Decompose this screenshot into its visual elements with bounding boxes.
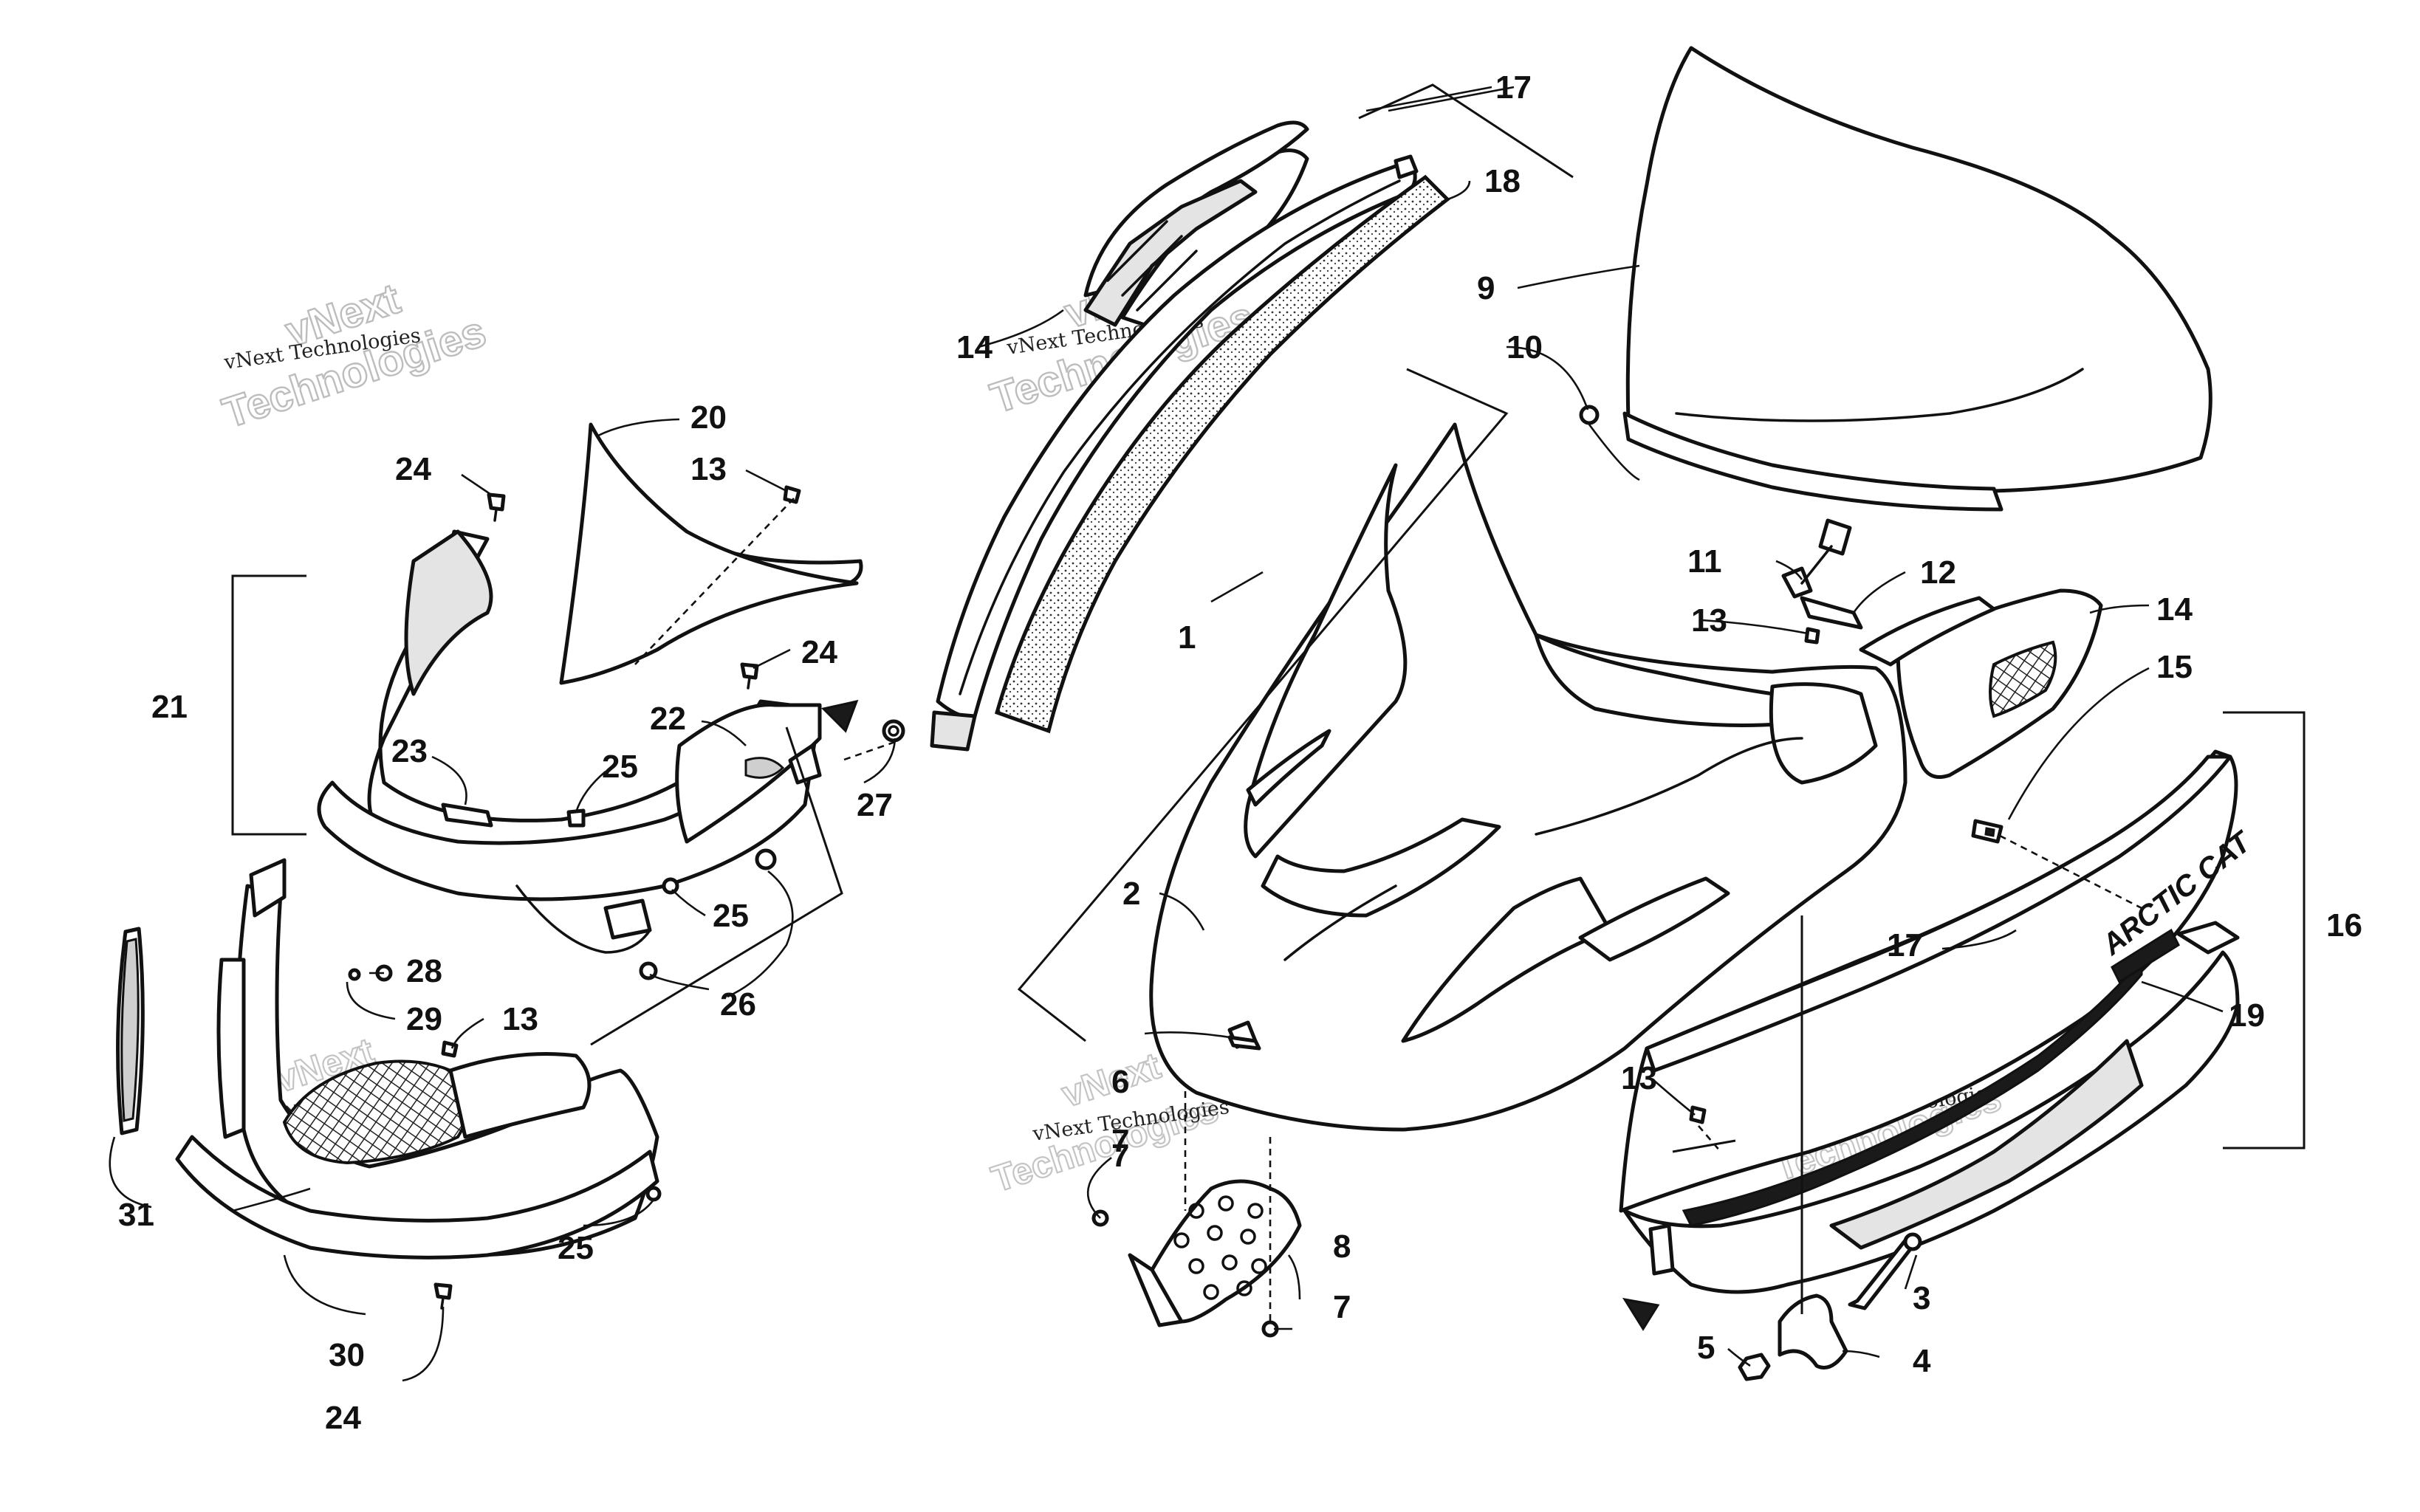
callout-6: 6 — [1111, 1064, 1129, 1100]
part-14-side-vent-right — [1859, 588, 2103, 779]
callout-8: 8 — [1333, 1228, 1351, 1265]
part-4-bracket — [1778, 1293, 1848, 1370]
callout-labels: 1 2 3 4 5 6 7 7 7 8 9 10 11 12 13 13 13 … — [118, 69, 2362, 1436]
callout-14: 14 — [2156, 591, 2193, 628]
callout-1: 1 — [1178, 619, 1196, 656]
grouping-brackets — [231, 83, 2306, 1314]
watermark-group-1: vNext Technologies vNext Technologies — [216, 274, 493, 439]
callout-17: 17 — [1495, 69, 1532, 106]
callout-25: 25 — [558, 1230, 594, 1266]
callout-4: 4 — [1913, 1343, 1931, 1379]
callout-26: 26 — [720, 986, 756, 1023]
callout-24: 24 — [801, 634, 837, 670]
callout-30: 30 — [329, 1337, 365, 1373]
callout-7: 7 — [1111, 1123, 1129, 1159]
callout-16: 16 — [2326, 907, 2362, 944]
part-9-windshield — [1622, 46, 2212, 512]
part-15-clip — [1971, 819, 2003, 844]
callout-25: 25 — [713, 898, 749, 934]
part-6-clip — [1227, 1035, 1261, 1051]
callout-24: 24 — [395, 451, 431, 487]
part-31-side-strip — [116, 927, 145, 1135]
callout-7: 7 — [1333, 1289, 1351, 1325]
callout-25: 25 — [602, 749, 638, 785]
callout-29: 29 — [406, 1001, 442, 1037]
direction-arrow — [1622, 1297, 1660, 1331]
callout-13: 13 — [502, 1001, 538, 1037]
part-25-clip — [566, 808, 586, 828]
part-1-hood — [1149, 422, 1907, 1132]
callout-21: 21 — [151, 689, 188, 725]
part-23-clip — [441, 803, 493, 828]
callout-28: 28 — [406, 953, 442, 989]
callout-12: 12 — [1920, 554, 1956, 591]
part-14-side-vent-left — [1083, 120, 1309, 327]
callout-3: 3 — [1913, 1280, 1930, 1316]
callout-31: 31 — [118, 1197, 154, 1233]
part-10-rivet — [1579, 405, 1600, 425]
callout-10: 10 — [1506, 329, 1543, 365]
part-24-screw — [487, 492, 506, 522]
part-11-bracket — [1781, 518, 1852, 599]
part-13-screw — [783, 485, 801, 504]
part-27-grommet — [882, 719, 905, 743]
part-5-nut — [1738, 1353, 1771, 1381]
part-29-washer — [348, 968, 361, 981]
part-26-washer — [639, 848, 777, 980]
callout-13: 13 — [1621, 1060, 1657, 1096]
callout-13: 13 — [690, 451, 727, 487]
callout-7: 7 — [1111, 1138, 1129, 1174]
part-20-upper-nose-panel — [559, 422, 863, 685]
callout-17: 17 — [1887, 927, 1923, 963]
callout-2: 2 — [1122, 876, 1140, 912]
part-25-clip — [645, 1186, 662, 1202]
part-13-screw — [1689, 1105, 1707, 1124]
part-13-screw — [1804, 627, 1820, 645]
callout-15: 15 — [2156, 649, 2193, 685]
part-17-trim-rail — [930, 154, 1419, 752]
callout-5: 5 — [1697, 1330, 1715, 1366]
part-16-side-panel: ARCTIC CAT — [1619, 749, 2259, 1294]
direction-arrow — [821, 699, 859, 733]
part-30-lower-nose — [175, 858, 659, 1260]
part-12-bracket — [1800, 596, 1863, 630]
leader-lines — [109, 86, 2224, 1382]
part-21-nose-assembly — [317, 529, 822, 954]
callout-9: 9 — [1477, 270, 1495, 306]
callout-11: 11 — [1687, 543, 1722, 580]
callout-18: 18 — [1484, 163, 1521, 199]
callout-19: 19 — [2229, 997, 2265, 1034]
part-8-heat-shield — [1128, 1179, 1302, 1327]
callout-24: 24 — [325, 1400, 361, 1436]
part-3-bolt — [1848, 1232, 1922, 1310]
callout-14: 14 — [956, 329, 993, 365]
part-18-foam-strip — [994, 174, 1450, 734]
part-24-screw — [433, 1282, 453, 1310]
callout-27: 27 — [857, 787, 893, 823]
callout-23: 23 — [391, 733, 428, 769]
callout-20: 20 — [690, 399, 727, 436]
part-25-clip — [662, 877, 679, 895]
callout-22: 22 — [650, 701, 686, 737]
callout-13: 13 — [1691, 602, 1727, 639]
assembly-dash-lines — [634, 498, 2142, 1322]
